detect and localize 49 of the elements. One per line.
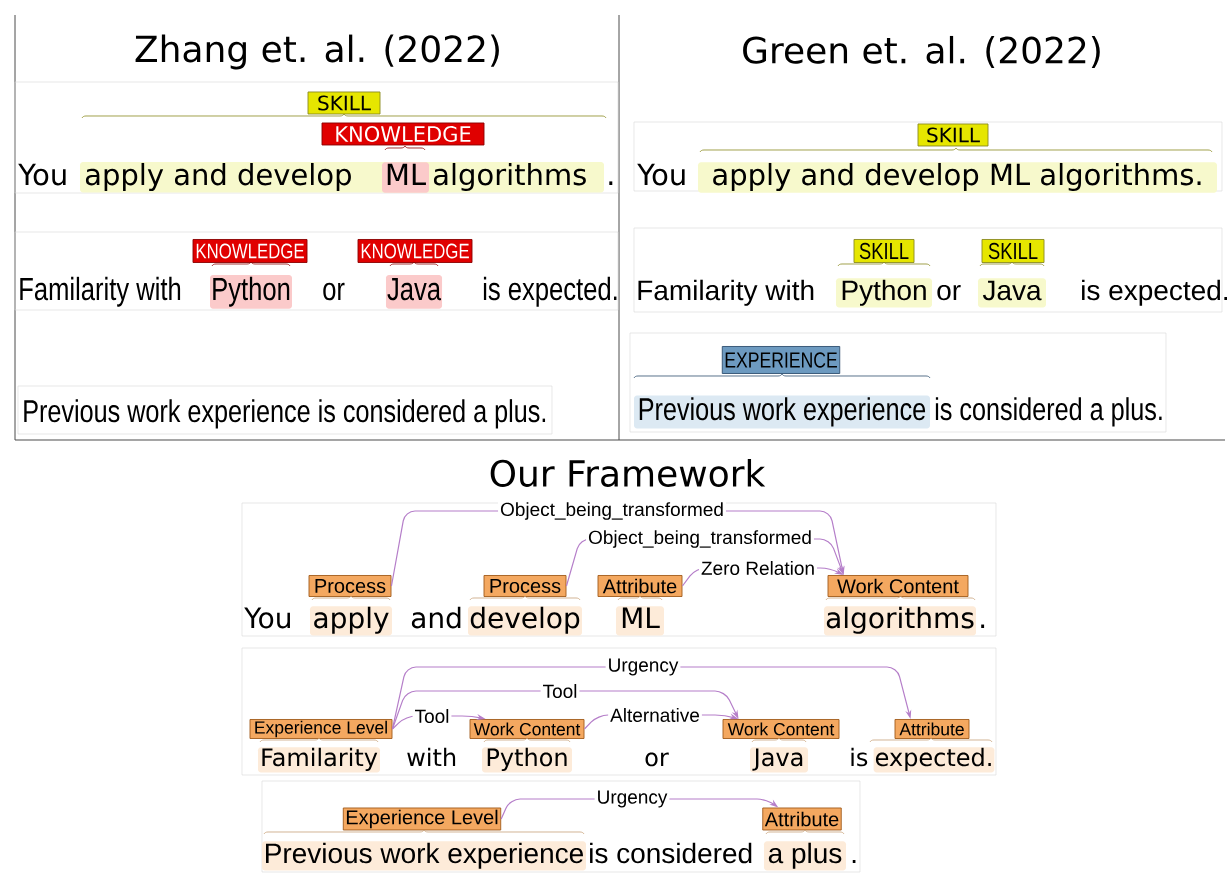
entity-tag: SKILL (307, 91, 381, 115)
highlighted-span: develop (468, 606, 582, 636)
relation-arrow (391, 666, 912, 730)
edge-label: Object_being_transformed (498, 501, 726, 521)
edge-label: Urgency (605, 657, 681, 677)
entity-tag: Attribute (762, 807, 842, 831)
highlighted-span: apply and develop ML algorithms. (698, 162, 1217, 193)
highlighted-span: Java (750, 747, 808, 773)
entity-tag: Process (483, 575, 567, 597)
panel-title: Our Framework (490, 459, 766, 487)
entity-tag: Experience Level (342, 807, 502, 831)
highlighted-span: expected. (873, 747, 995, 773)
highlighted-span: Python (210, 275, 292, 309)
entity-tag: EXPERIENCE (721, 346, 841, 374)
highlighted-span: Python (482, 747, 572, 773)
edge-label: Tool (540, 683, 580, 699)
highlighted-span: Familarity (258, 747, 380, 773)
entity-tag: Experience Level (249, 719, 393, 739)
highlighted-span: Previous work experience (262, 841, 586, 871)
edge-label: Zero Relation (699, 560, 818, 576)
entity-tag: KNOWLEDGE (321, 122, 485, 146)
highlighted-span: a plus (764, 841, 846, 871)
entity-tag: Work Content (722, 719, 840, 739)
entity-tag: Work Content (827, 575, 969, 597)
entity-tag: Attribute (597, 575, 683, 597)
edge-label: Tool (412, 708, 452, 724)
entity-tag: Process (308, 575, 392, 597)
edge-label: Object_being_transformed (586, 529, 814, 549)
sentence-row: Previous work experience is considered a plus. (17, 385, 553, 435)
highlighted-span: Java (978, 278, 1046, 308)
highlighted-span: Previous work experience (634, 395, 930, 429)
panel-title: Zhang et. al. (2022) (135, 34, 499, 70)
highlighted-span: ML (616, 606, 664, 636)
entity-tag: SKILL (853, 239, 915, 263)
entity-tag: SKILL (981, 239, 1045, 263)
highlighted-span: Java (385, 275, 443, 309)
highlighted-span: algorithms (824, 606, 976, 636)
entity-tag: KNOWLEDGE (357, 239, 473, 263)
panel-title: Green et. al. (2022) (743, 35, 1100, 69)
entity-tag: Work Content (469, 719, 585, 739)
entity-tag: SKILL (917, 123, 989, 147)
highlighted-span: ML (382, 162, 429, 193)
edge-label: Urgency (594, 789, 670, 809)
relation-arrow (391, 690, 739, 730)
entity-tag: Attribute (894, 719, 970, 739)
highlighted-span: Python (836, 278, 932, 308)
entity-tag: KNOWLEDGE (192, 239, 308, 263)
edge-label: Alternative (608, 707, 702, 723)
highlighted-span: apply (310, 606, 392, 636)
